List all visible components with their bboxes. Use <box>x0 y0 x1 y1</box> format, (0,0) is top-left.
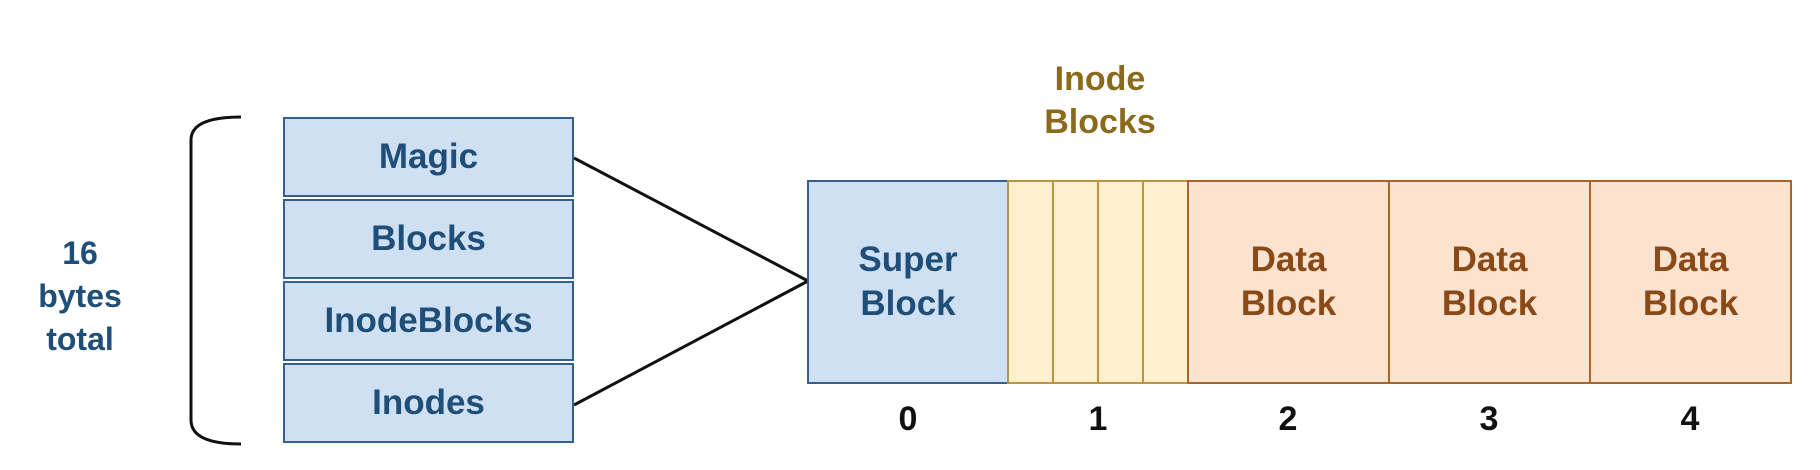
expand-line-top <box>573 156 809 283</box>
block-index-1: 1 <box>1088 400 1108 438</box>
super-block-label-line2: Block <box>860 284 956 323</box>
disk-block-data: Data Block <box>1589 180 1792 384</box>
data-block-label-line2: Block <box>1642 284 1739 323</box>
expand-line-bottom <box>573 279 809 407</box>
size-bracket <box>189 115 242 446</box>
size-label-line2: bytes <box>38 278 122 314</box>
disk-block-super: Super Block <box>807 180 1009 384</box>
inode-blocks-label-line1: Inode <box>1054 60 1146 98</box>
block-index-0: 0 <box>898 400 918 438</box>
data-block-label-line1: Data <box>1250 240 1327 279</box>
block-index-4: 4 <box>1680 400 1700 438</box>
inode-block-strip <box>1142 180 1189 384</box>
super-block-label-line1: Super <box>858 240 958 279</box>
superblock-size-label: 16 bytes total <box>20 232 140 361</box>
data-block-label-line1: Data <box>1451 240 1528 279</box>
disk-block-data: Data Block <box>1187 180 1390 384</box>
block-index-3: 3 <box>1479 400 1499 438</box>
size-label-line1: 16 <box>62 235 98 271</box>
inode-blocks-label-line2: Blocks <box>1044 103 1156 141</box>
inode-block-strip <box>1052 180 1099 384</box>
superblock-field-inodes: Inodes <box>283 363 574 443</box>
inode-blocks-label: Inode Blocks <box>1010 58 1190 144</box>
block-index-2: 2 <box>1278 400 1298 438</box>
size-label-line3: total <box>46 321 114 357</box>
superblock-field-blocks: Blocks <box>283 199 574 279</box>
superblock-field-inodeblocks: InodeBlocks <box>283 281 574 361</box>
data-block-label-line2: Block <box>1240 284 1337 323</box>
inode-block-strip <box>1007 180 1054 384</box>
superblock-field-magic: Magic <box>283 117 574 197</box>
data-block-label-line2: Block <box>1441 284 1538 323</box>
data-block-label-line1: Data <box>1652 240 1729 279</box>
disk-block-data: Data Block <box>1388 180 1591 384</box>
inode-block-strip <box>1097 180 1144 384</box>
